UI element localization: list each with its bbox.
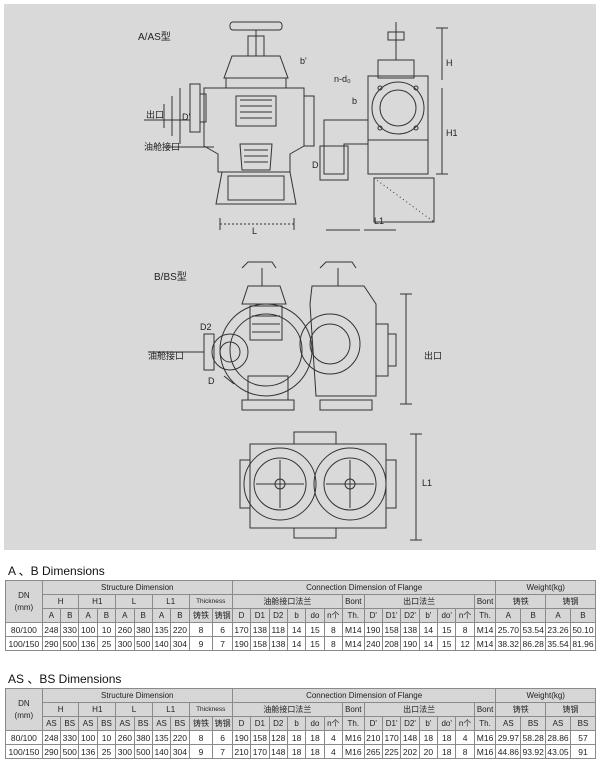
l-header-b: L [115, 702, 153, 717]
h-header-b: H [41, 702, 80, 717]
thickness-header: Thickness [188, 594, 233, 609]
table-row: 80/100 248 330 100 10 260 380 135 220 8 … [5, 730, 597, 745]
weight-header: Weight(kg) [495, 580, 596, 595]
table-row: 80/100 248 330 100 10 260 380 135 220 8 … [5, 622, 597, 637]
l-header: L [115, 594, 153, 609]
dn-header: DN(mm) [5, 580, 43, 623]
bont-header-b: Bont [342, 702, 365, 717]
outlet-flange-header-b: 出口法兰 [363, 702, 475, 717]
tank-flange-header: 油舱接口法兰 [231, 594, 344, 609]
b-bs-top-view [239, 431, 422, 541]
cast-steel-header: 铸钢 [545, 594, 596, 609]
asbs-dimensions-table: DN(mm) Structure Dimension Connection Di… [5, 688, 597, 759]
asbs-subheader-row: AS BS AS BS AS BS AS BS 铸铁 铸钢 D D1 D2 b … [6, 716, 597, 731]
ab-dimensions-title: A 、B Dimensions [8, 564, 105, 578]
table-row: 100/150 290 500 136 25 300 500 140 304 9… [5, 636, 597, 651]
b-bs-tank-inlet-label: 油舱接口 [148, 351, 185, 361]
a-as-front-view [144, 21, 315, 230]
dim-n-d0-label: n-d₀ [334, 74, 351, 84]
b-bs-outlet-label: 出口 [424, 351, 443, 361]
l1-header: L1 [151, 594, 190, 609]
tank-inlet-label: 油舱接口 [144, 142, 181, 152]
connection-dimension-header: Connection Dimension of Flange [231, 580, 497, 595]
a-as-side-view [319, 22, 448, 231]
cast-iron-header-b: 铸铁 [495, 702, 547, 717]
cast-steel-header-b: 铸钢 [545, 702, 596, 717]
dim-d-b-label: D [208, 376, 215, 386]
b-bs-front-view [148, 261, 412, 411]
h-header: H [41, 594, 80, 609]
valve-drawing-svg [144, 21, 448, 541]
dim-b-label: b [352, 96, 358, 106]
tank-flange-header-b: 油舱接口法兰 [231, 702, 344, 717]
technical-drawing: A/AS型 出口 油舱接口 L L1 H H1 D' D n-d₀ b' b B… [4, 4, 596, 550]
connection-dimension-header-b: Connection Dimension of Flange [231, 688, 497, 703]
dim-l1-b-label: L1 [422, 478, 433, 488]
structure-dimension-header-b: Structure Dimension [41, 688, 233, 703]
dim-h1-label: H1 [446, 128, 458, 138]
dim-l-label: L [252, 226, 258, 236]
cast-iron-header: 铸铁 [495, 594, 547, 609]
dim-d-label: D [312, 160, 319, 170]
bont-header: Bont [342, 594, 365, 609]
bont-header-2: Bont [473, 594, 497, 609]
h1-header-b: H1 [78, 702, 117, 717]
h1-header: H1 [78, 594, 117, 609]
dim-h-label: H [446, 58, 453, 68]
ab-dimensions-table: DN(mm) Structure Dimension Connection Di… [5, 580, 597, 651]
a-as-type-label: A/AS型 [138, 32, 171, 43]
weight-header-b: Weight(kg) [495, 688, 596, 703]
outlet-flange-header: 出口法兰 [363, 594, 475, 609]
dn-header-b: DN(mm) [5, 688, 43, 731]
dim-d-prime-label: D' [182, 112, 191, 122]
table-row: 100/150 290 500 136 25 300 500 140 304 9… [5, 744, 597, 759]
b-bs-type-label: B/BS型 [154, 272, 187, 283]
ab-subheader-row: A B A B A B A B 铸铁 铸钢 D D1 D2 b do n个 Th… [6, 608, 597, 623]
dim-d2-label: D2 [200, 322, 212, 332]
asbs-dimensions-title: AS 、BS Dimensions [8, 672, 122, 686]
thickness-header-b: Thickness [188, 702, 233, 717]
structure-dimension-header: Structure Dimension [41, 580, 233, 595]
dim-b-prime-label: b' [300, 56, 307, 66]
dim-l1-label: L1 [374, 216, 385, 226]
bont-header-b-2: Bont [473, 702, 497, 717]
l1-header-b: L1 [151, 702, 190, 717]
outlet-label: 出口 [146, 110, 165, 120]
